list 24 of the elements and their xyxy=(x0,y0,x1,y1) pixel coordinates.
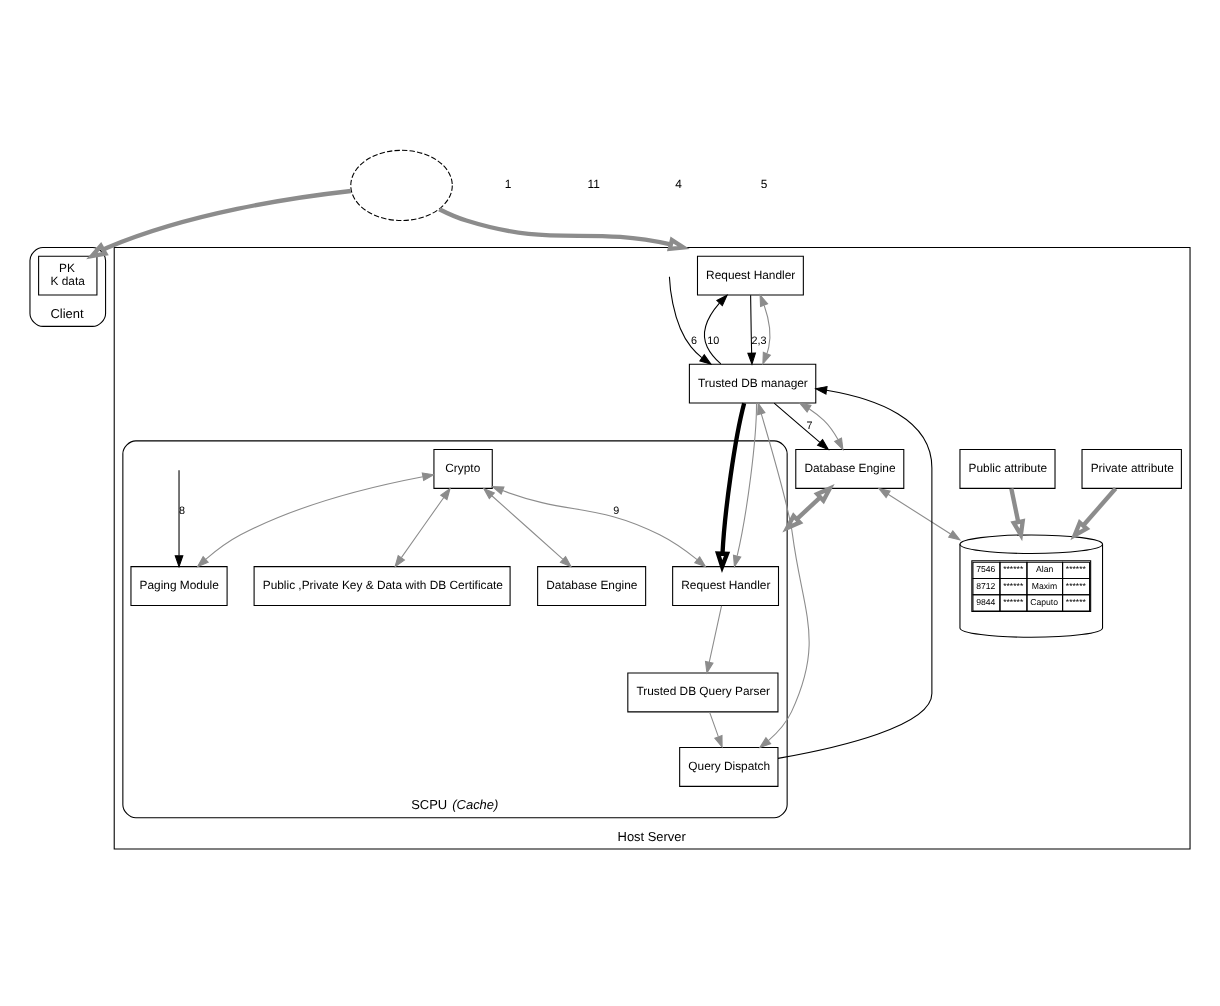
arrow xyxy=(798,401,844,450)
arrow xyxy=(1009,487,1026,541)
arrow xyxy=(394,486,452,567)
node-cloud xyxy=(350,148,453,221)
arrow xyxy=(777,384,933,758)
arrow xyxy=(196,471,436,567)
arrow xyxy=(715,401,747,573)
arrow xyxy=(668,275,713,365)
arrow xyxy=(703,293,729,364)
arrow xyxy=(773,401,830,450)
arrow xyxy=(732,401,758,568)
arrow xyxy=(877,486,962,540)
arrow xyxy=(782,483,835,532)
arrow xyxy=(490,485,707,567)
arrow xyxy=(86,187,352,259)
arrow xyxy=(704,604,723,674)
arrow xyxy=(482,486,573,567)
arrow xyxy=(747,293,757,365)
arrow xyxy=(757,400,810,748)
arrow xyxy=(709,710,723,748)
arrow xyxy=(759,292,772,365)
arrow xyxy=(1070,486,1118,540)
arrow xyxy=(174,468,184,568)
arrow xyxy=(438,206,690,251)
